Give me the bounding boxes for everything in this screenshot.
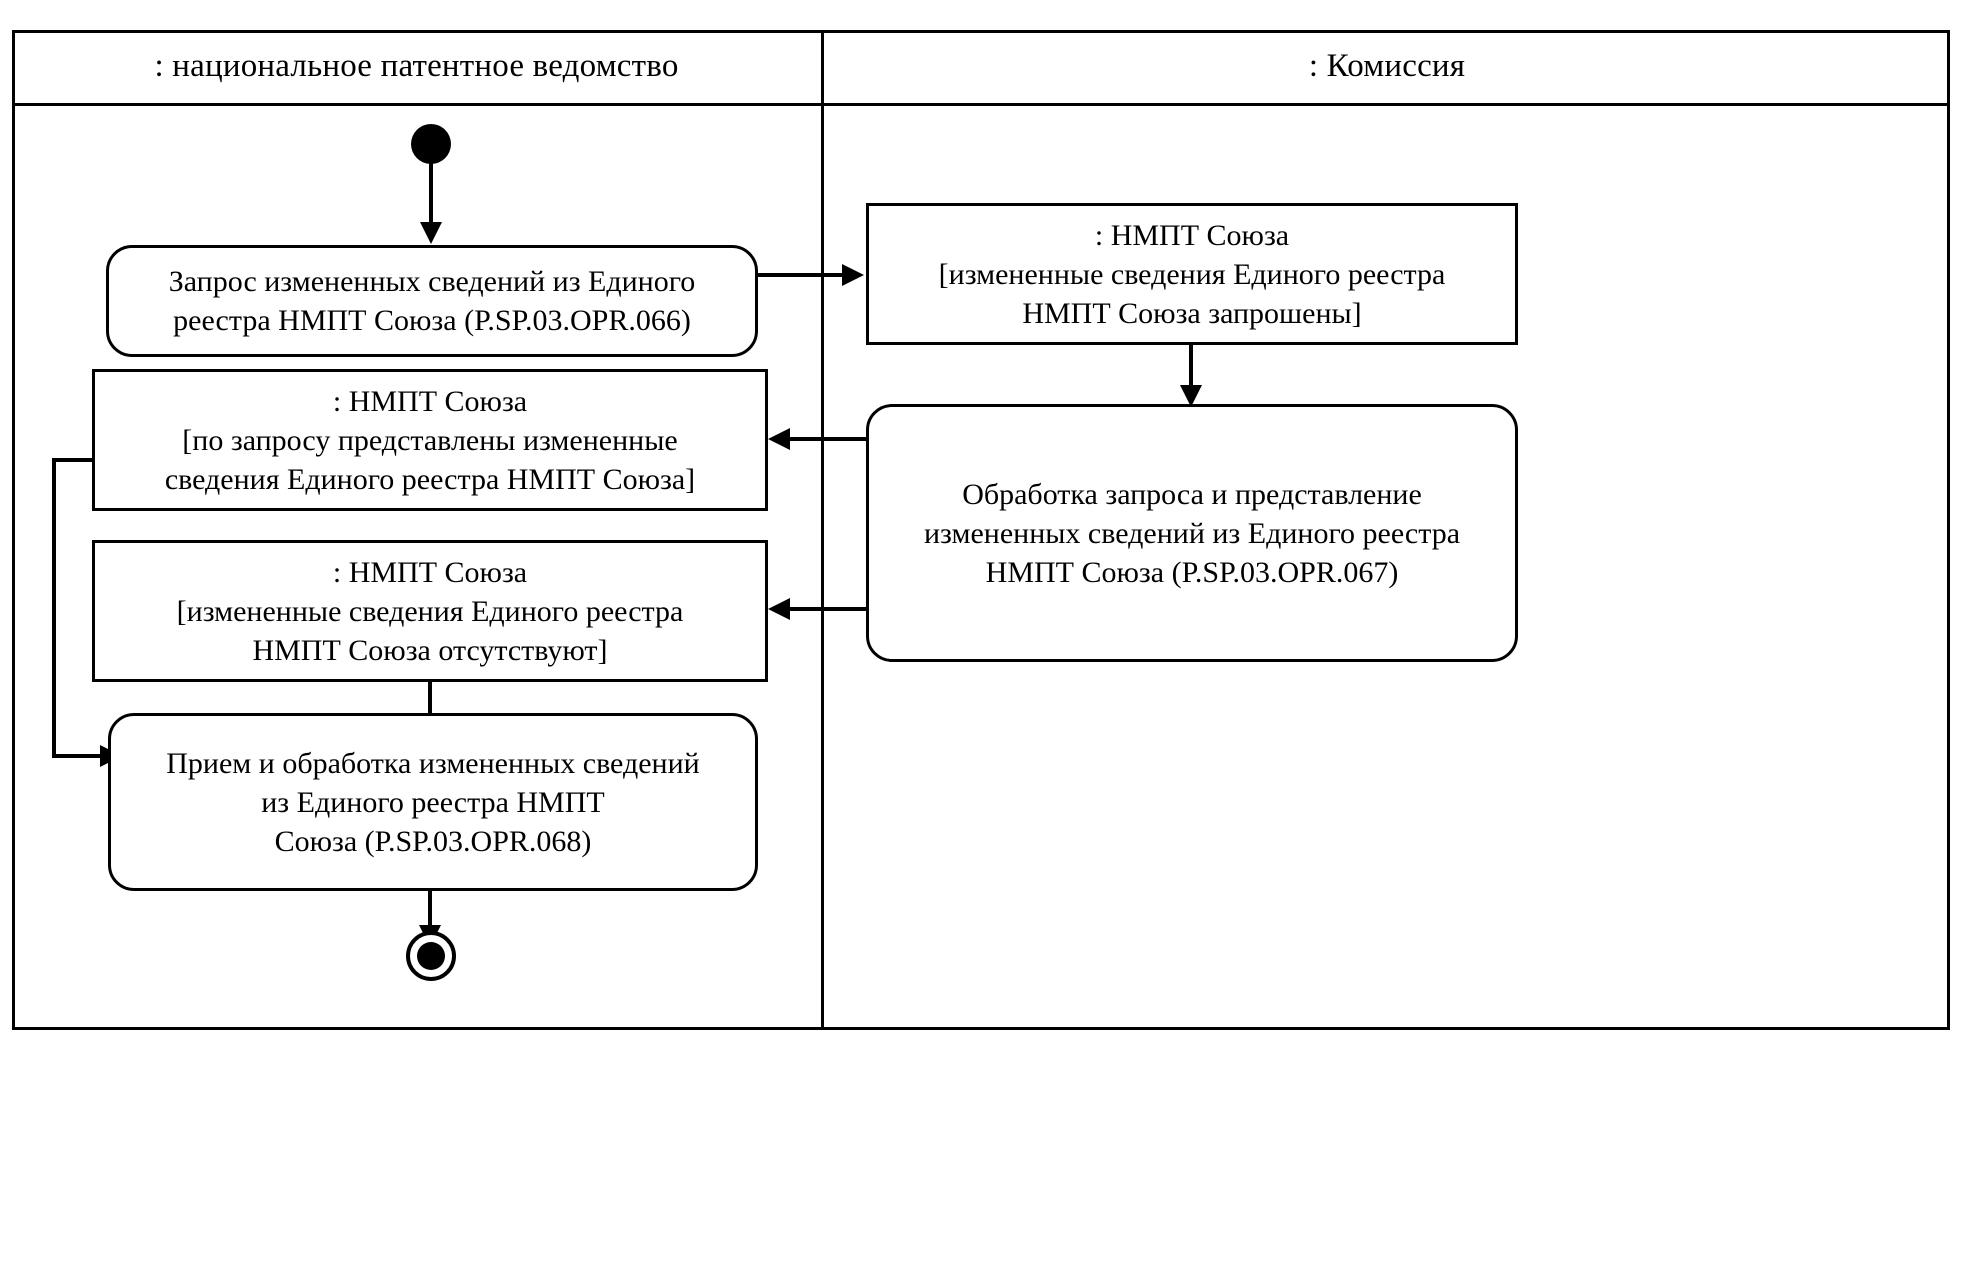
object-node-provided-line1: : НМПТ Союза bbox=[332, 384, 528, 418]
activity-process-text: Обработка запроса и представление измене… bbox=[910, 475, 1474, 592]
edge-receive-to-end-line bbox=[428, 891, 432, 929]
activity-process-line2: измененных сведений из Единого реестра bbox=[923, 516, 1461, 550]
swimlane-frame bbox=[12, 30, 1950, 1030]
swimlane-title-left: : национальное патентное ведомство bbox=[154, 47, 679, 84]
edge-start-to-request-arrow bbox=[420, 222, 442, 244]
object-node-provided[interactable]: : НМПТ Союза [по запросу представлены из… bbox=[92, 369, 768, 511]
final-node bbox=[406, 931, 456, 981]
object-node-requested-line1: : НМПТ Союза bbox=[1094, 218, 1290, 252]
activity-receive-text: Прием и обработка измененных сведений из… bbox=[152, 744, 713, 861]
activity-request-line2: реестра НМПТ Союза (P.SP.03.OPR.066) bbox=[173, 304, 691, 337]
object-node-provided-line3: сведения Единого реестра НМПТ Союза] bbox=[164, 462, 696, 496]
edge-request-to-requested-line bbox=[758, 273, 844, 277]
activity-request-line1: Запрос измененных сведений из Единого bbox=[168, 265, 696, 298]
activity-receive-line1: Прием и обработка измененных сведений bbox=[166, 746, 700, 780]
edge-absent-to-receive-line bbox=[428, 682, 432, 720]
edge-provided-left-stub bbox=[52, 458, 94, 462]
object-node-requested[interactable]: : НМПТ Союза [измененные сведения Единог… bbox=[866, 203, 1518, 345]
edge-provided-vertical bbox=[52, 458, 56, 758]
activity-receive-line3: Союза (P.SP.03.OPR.068) bbox=[274, 824, 592, 858]
activity-process-line1: Обработка запроса и представление bbox=[962, 477, 1422, 511]
edge-requested-to-process-arrow bbox=[1180, 385, 1202, 407]
initial-node bbox=[411, 124, 451, 164]
swimlane-divider bbox=[821, 30, 824, 1030]
edge-process-to-absent-arrow bbox=[768, 598, 790, 620]
object-node-requested-line3: НМПТ Союза запрошены] bbox=[1022, 296, 1362, 330]
edge-process-to-provided-line bbox=[790, 437, 868, 441]
swimlane-header-separator bbox=[12, 103, 1950, 106]
final-node-inner bbox=[417, 942, 445, 970]
object-node-provided-text: : НМПТ Союза [по запросу представлены из… bbox=[153, 382, 707, 499]
edge-start-to-request-line bbox=[429, 160, 433, 224]
edge-process-to-provided-arrow bbox=[768, 428, 790, 450]
object-node-absent-line3: НМПТ Союза отсутствуют] bbox=[252, 633, 608, 667]
object-node-provided-line2: [по запросу представлены измененные bbox=[182, 423, 678, 457]
activity-receive-line2: из Единого реестра НМПТ bbox=[261, 785, 605, 819]
edge-requested-to-process-line bbox=[1189, 345, 1193, 389]
object-node-absent-line2: [измененные сведения Единого реестра bbox=[176, 594, 684, 628]
object-node-absent[interactable]: : НМПТ Союза [измененные сведения Единог… bbox=[92, 540, 768, 682]
object-node-requested-text: : НМПТ Союза [измененные сведения Единог… bbox=[927, 216, 1458, 333]
activity-process-line3: НМПТ Союза (P.SP.03.OPR.067) bbox=[985, 555, 1399, 589]
edge-provided-to-receive-line bbox=[52, 754, 108, 758]
swimlane-header-left: : национальное патентное ведомство bbox=[12, 30, 821, 103]
activity-request[interactable]: Запрос измененных сведений из Единого ре… bbox=[106, 245, 758, 357]
swimlane-header-right: : Комиссия bbox=[824, 30, 1950, 103]
activity-process[interactable]: Обработка запроса и представление измене… bbox=[866, 404, 1518, 662]
object-node-requested-line2: [измененные сведения Единого реестра bbox=[938, 257, 1446, 291]
edge-process-to-absent-line bbox=[790, 607, 868, 611]
object-node-absent-line1: : НМПТ Союза bbox=[332, 555, 528, 589]
activity-request-text: Запрос измененных сведений из Единого ре… bbox=[155, 262, 710, 340]
activity-receive[interactable]: Прием и обработка измененных сведений из… bbox=[108, 713, 758, 891]
edge-request-to-requested-arrow bbox=[842, 264, 864, 286]
swimlane-title-right: : Комиссия bbox=[1308, 47, 1466, 84]
object-node-absent-text: : НМПТ Союза [измененные сведения Единог… bbox=[165, 553, 696, 670]
